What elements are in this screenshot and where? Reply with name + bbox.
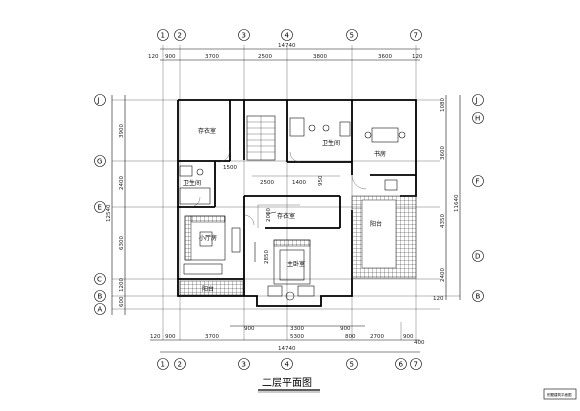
axis-left-E: E — [98, 204, 102, 212]
top-dim-5: 3600 — [378, 54, 392, 60]
right-dim-0: 3600 — [440, 146, 446, 160]
bottom-inner-dim-0: 900 — [244, 326, 255, 332]
bottom-inner-dim-2: 900 — [340, 326, 351, 332]
axis-bottom-3: 3 — [242, 361, 246, 369]
dim-interior-2000: 2000 — [266, 208, 272, 222]
right-dim-2: 2400 — [440, 268, 446, 282]
axis-left-G: G — [97, 158, 102, 166]
bottom-dim-5: 2700 — [370, 334, 384, 340]
axis-left-J: J — [97, 97, 100, 105]
bottom-dim-1: 900 — [165, 334, 176, 340]
axis-top-1: 1 — [161, 32, 165, 40]
top-dim-3: 2500 — [258, 54, 272, 60]
top-dim-4: 3800 — [313, 54, 327, 60]
room-master: 主卧室 — [287, 260, 305, 268]
bottom-inner-dim-1: 3300 — [290, 326, 304, 332]
right-dim-top: 1080 — [440, 98, 446, 112]
axis-right-J: J — [475, 97, 478, 105]
axis-right-H: H — [475, 115, 480, 123]
staircase — [246, 115, 276, 161]
left-dim-3: 1200 — [119, 278, 125, 292]
axis-left-C: C — [97, 276, 102, 284]
room-closet-mid: 存衣室 — [277, 212, 295, 220]
top-axis-bubbles: 1 2 3 4 5 7 — [157, 29, 422, 41]
right-dim-3: 120 — [433, 296, 444, 302]
axis-bottom-4: 4 — [285, 361, 290, 369]
room-balcony-east: 阳台 — [370, 220, 382, 228]
room-balcony-south: 阳台 — [202, 285, 214, 293]
drawing-title: 二层平面图 — [262, 377, 312, 389]
top-dim-0: 120 — [148, 54, 159, 60]
axis-top-5: 5 — [350, 32, 354, 40]
drawing-title-block: 二层平面图 — [258, 377, 320, 393]
top-total-dim: 14740 — [278, 43, 296, 49]
top-dim-2: 3700 — [205, 54, 219, 60]
right-total-dim: 11640 — [454, 194, 460, 212]
top-dim-6: 120 — [412, 54, 423, 60]
master-bedroom-furniture — [267, 239, 315, 301]
top-dimensions: 14740 120 900 3700 2500 3800 3600 120 — [148, 43, 423, 61]
bottom-dim-7: 400 — [414, 340, 425, 346]
title-stamp: 别墅建筑平面图 — [543, 388, 577, 400]
bathroom-fixtures — [179, 117, 351, 205]
left-dim-4: 600 — [119, 296, 125, 307]
room-closet-nw: 存衣室 — [198, 127, 216, 135]
axis-right-D: D — [475, 253, 480, 261]
door-swings — [189, 149, 367, 226]
axis-top-2: 2 — [178, 32, 182, 40]
axis-bottom-5: 5 — [350, 361, 354, 369]
dim-interior-2500: 2500 — [260, 180, 274, 186]
axis-top-3: 3 — [242, 32, 246, 40]
dim-interior-1400: 1400 — [292, 180, 306, 186]
room-bath-east: 卫生间 — [322, 139, 340, 147]
axis-right-B: B — [476, 293, 481, 301]
bottom-dim-3: 5300 — [290, 334, 304, 340]
left-axis: J G E C B A 3900 2400 6300 1200 600 1254… — [94, 94, 126, 315]
left-dim-1: 2400 — [119, 176, 125, 190]
bottom-total-dim: 14740 — [278, 346, 296, 352]
axis-right-F: F — [476, 178, 480, 186]
right-dim-1: 4350 — [440, 214, 446, 228]
axis-top-7: 7 — [414, 32, 418, 40]
bottom-dim-4: 800 — [345, 334, 356, 340]
axis-left-A: A — [98, 306, 103, 314]
axis-bottom-1: 1 — [161, 361, 165, 369]
stamp-text: 别墅建筑平面图 — [547, 392, 572, 397]
bottom-dim-6: 900 — [403, 334, 414, 340]
room-bath-west: 卫生间 — [183, 179, 201, 187]
axis-bottom-2: 2 — [178, 361, 182, 369]
study-furniture — [364, 127, 406, 191]
top-dim-1: 900 — [165, 54, 176, 60]
interior-dimensions: 1500 2500 1400 2000 2850 950 — [223, 165, 340, 264]
bottom-dim-0: 120 — [150, 334, 161, 340]
right-axis: J H F D B 1080 3600 4350 2400 11640 120 — [433, 94, 484, 302]
dim-interior-1500: 1500 — [223, 165, 237, 171]
living-furniture — [183, 215, 241, 275]
left-dim-2: 6300 — [119, 236, 125, 250]
axis-bottom-7: 7 — [414, 361, 418, 369]
bottom-dim-2: 3700 — [205, 334, 219, 340]
left-dim-0: 3900 — [119, 124, 125, 138]
room-study: 书房 — [374, 150, 386, 158]
axis-top-4: 4 — [285, 32, 290, 40]
dim-interior-950: 950 — [318, 175, 324, 186]
axis-left-B: B — [98, 293, 103, 301]
dim-interior-2850: 2850 — [264, 250, 270, 264]
axis-bottom-6: 6 — [399, 361, 404, 369]
building-walls — [177, 99, 417, 307]
room-small-living: 小厅房 — [199, 234, 217, 242]
room-labels: 存衣室 卫生间 卫生间 书房 存衣室 小厅房 阳台 主卧室 阳台 — [183, 127, 386, 293]
bottom-axis-bubbles: 1 2 3 4 5 6 7 — [157, 358, 422, 370]
bottom-dimensions: 900 3300 900 120 900 3700 5300 800 2700 … — [150, 325, 425, 353]
south-balcony-hatch — [179, 280, 244, 296]
left-total-dim: 12540 — [106, 204, 112, 222]
closet-details — [254, 204, 300, 262]
